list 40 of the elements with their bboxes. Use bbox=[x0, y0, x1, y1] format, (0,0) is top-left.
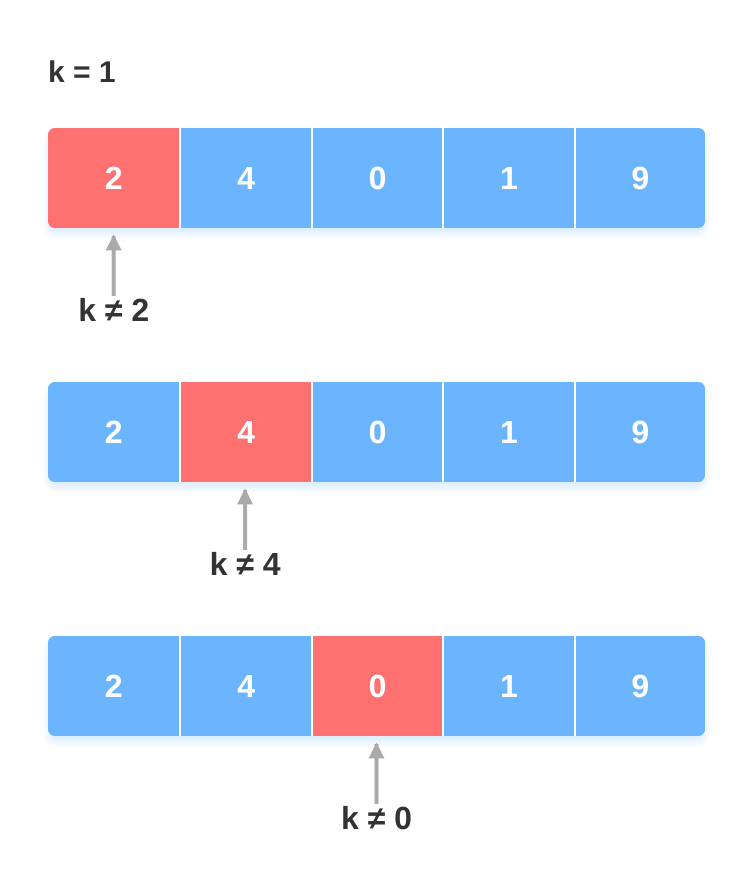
array-cell bbox=[442, 128, 574, 228]
cell-value: 0 bbox=[368, 160, 386, 196]
cell-value: 1 bbox=[500, 668, 518, 704]
comparison-label: k ≠ 0 bbox=[341, 800, 412, 837]
array-cell bbox=[574, 382, 705, 482]
cell-value: 9 bbox=[631, 414, 650, 450]
cell-value: 4 bbox=[237, 160, 255, 196]
arrow bbox=[368, 742, 384, 804]
array-cell bbox=[442, 382, 574, 482]
array-cell bbox=[310, 636, 442, 736]
comparison-label: k ≠ 2 bbox=[78, 292, 150, 329]
cell-value: 2 bbox=[104, 414, 123, 450]
arrow bbox=[106, 234, 122, 296]
array-cell bbox=[48, 636, 180, 736]
cell-value: 0 bbox=[368, 414, 386, 450]
title: k = 1 bbox=[48, 56, 116, 90]
comparison-label: k ≠ 4 bbox=[210, 546, 281, 583]
array-cell bbox=[179, 382, 311, 482]
cell-value: 1 bbox=[500, 160, 518, 196]
array-cell bbox=[310, 128, 442, 228]
cell-value: 4 bbox=[237, 668, 255, 704]
array-bar bbox=[48, 128, 705, 228]
cell-value: 9 bbox=[631, 668, 650, 704]
arrow bbox=[237, 488, 254, 550]
array-cell bbox=[442, 636, 574, 736]
array-cell bbox=[48, 128, 180, 228]
array-cell bbox=[179, 128, 311, 228]
array-cell bbox=[574, 636, 705, 736]
cell-value: 2 bbox=[104, 668, 123, 704]
array-cell bbox=[310, 382, 442, 482]
cell-value: 9 bbox=[631, 160, 650, 196]
cell-value: 0 bbox=[368, 668, 386, 704]
array-cell bbox=[179, 636, 311, 736]
array-bar bbox=[48, 636, 705, 736]
cell-value: 4 bbox=[237, 414, 255, 450]
array-cell bbox=[574, 128, 705, 228]
cell-value: 2 bbox=[104, 160, 123, 196]
cell-value: 1 bbox=[500, 414, 518, 450]
array-bar bbox=[48, 382, 705, 482]
array-cell bbox=[48, 382, 180, 482]
